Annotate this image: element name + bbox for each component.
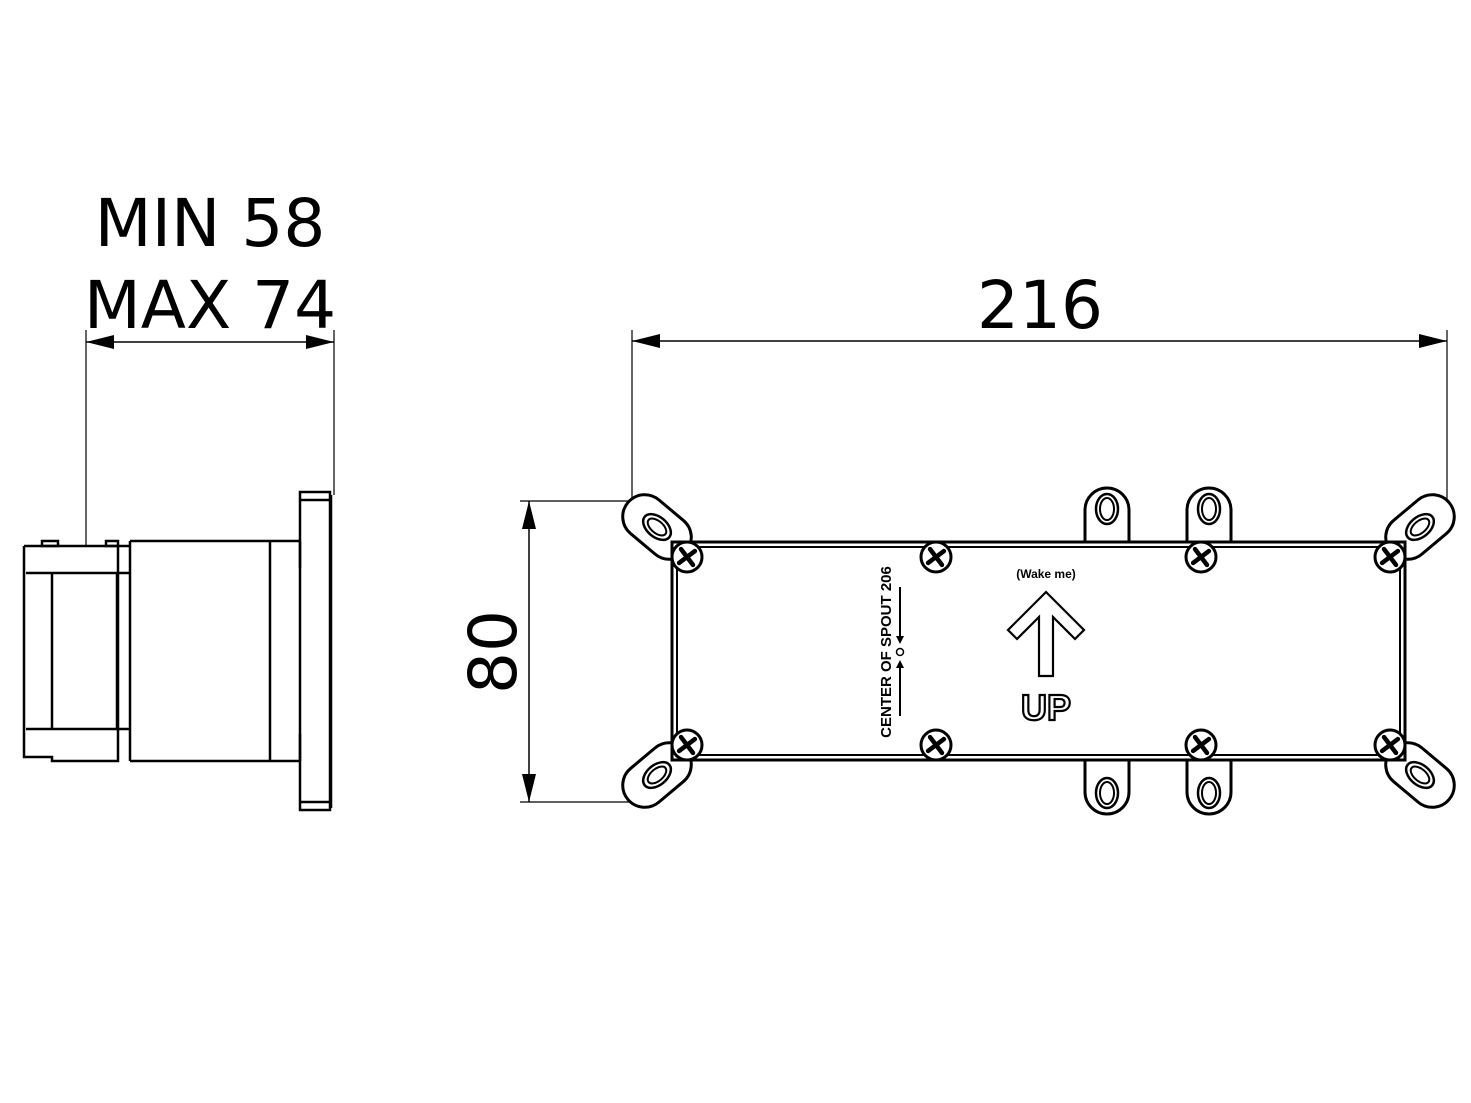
screw-icon	[1186, 542, 1216, 572]
front-view: 216 80	[455, 267, 1465, 818]
up-arrow-icon	[1006, 590, 1086, 678]
center-of-spout-label: CENTER OF SPOUT 206	[878, 566, 895, 738]
side-view: MIN 58 MAX 74	[22, 185, 336, 812]
width-dimension-line	[631, 330, 1448, 505]
screw-icon	[1375, 730, 1405, 760]
side-dimension-line	[85, 330, 335, 545]
screw-icon	[921, 730, 951, 760]
spout-center-icon	[895, 647, 905, 657]
screw-icon	[672, 730, 702, 760]
screw-icon	[921, 542, 951, 572]
orientation-note: (Wake me)	[1016, 567, 1076, 581]
side-min-label: MIN 58	[95, 185, 326, 262]
height-dimension-line	[520, 500, 640, 803]
screw-icon	[1186, 730, 1216, 760]
up-label: UP	[1021, 687, 1071, 728]
screw-icon	[1375, 542, 1405, 572]
width-dimension-label: 216	[977, 267, 1103, 344]
side-max-label: MAX 74	[84, 267, 336, 344]
side-body	[22, 490, 333, 812]
center-of-spout-marker: CENTER OF SPOUT 206	[878, 566, 905, 738]
height-dimension-label: 80	[455, 610, 532, 694]
screw-icon	[672, 542, 702, 572]
